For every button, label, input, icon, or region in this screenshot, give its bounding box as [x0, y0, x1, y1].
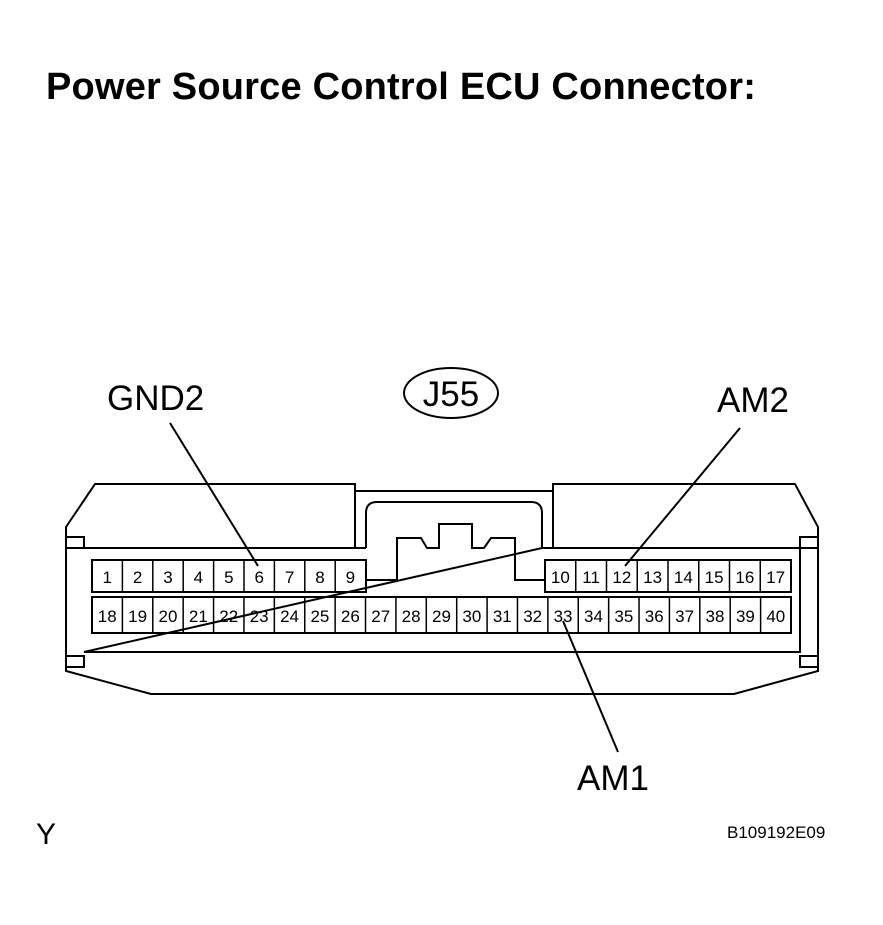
- latch-mechanism: [366, 523, 545, 581]
- pin-grid-bottom: [91, 596, 792, 634]
- pin-dividers: [121, 560, 762, 633]
- connector-housing: [65, 483, 819, 695]
- bottom-pin-numbers: 18 19 20 21 22 23 24 25 26 27 28 29 30 31 32 33 34 35 36 37…: [98, 607, 786, 626]
- footer-right-code: B109192E09: [727, 823, 826, 842]
- pin-number: 14: [674, 568, 693, 587]
- top-left-pin-numbers: 1 2 3 4 5 6 7 8 9: [102, 568, 355, 587]
- pin-number: 39: [736, 607, 755, 626]
- pin-number: 33: [554, 607, 573, 626]
- pin-number: 26: [341, 607, 360, 626]
- pin-number: 32: [523, 607, 542, 626]
- pin-number: 34: [584, 607, 603, 626]
- am2-label: AM2: [717, 381, 789, 420]
- gnd2-leader-line: [169, 422, 259, 567]
- pin-number: 1: [102, 568, 111, 587]
- pin-number: 28: [402, 607, 421, 626]
- pin-number: 8: [315, 568, 324, 587]
- pin-number: 25: [310, 607, 329, 626]
- pin-number: 37: [675, 607, 694, 626]
- pin-number: 12: [612, 568, 631, 587]
- pin-number: 27: [371, 607, 390, 626]
- corner-notch: [65, 536, 85, 549]
- connector-id: J55: [423, 375, 479, 414]
- pin-number: 19: [128, 607, 147, 626]
- pin-number: 10: [551, 568, 570, 587]
- pin-number: 11: [582, 568, 600, 587]
- gnd2-label: GND2: [107, 379, 204, 418]
- footer-left-text: Y: [36, 818, 57, 851]
- pin-number: 22: [219, 607, 238, 626]
- connector-id-ellipse: [403, 367, 499, 419]
- pin-number: 13: [643, 568, 662, 587]
- pin-number: 40: [766, 607, 785, 626]
- top-right-pin-numbers: 10 11 12 13 14 15 16 17: [551, 568, 785, 587]
- pin-number: 17: [766, 568, 785, 587]
- pin-number: 6: [254, 568, 263, 587]
- diagram-title: Power Source Control ECU Connector:: [46, 66, 757, 108]
- pin-number: 24: [280, 607, 299, 626]
- pin-number: 20: [159, 607, 178, 626]
- pin-number: 2: [133, 568, 142, 587]
- pin-number: 7: [285, 568, 294, 587]
- pin-number: 36: [645, 607, 664, 626]
- pin-number: 29: [432, 607, 451, 626]
- pin-number: 21: [189, 607, 208, 626]
- am2-leader-line: [624, 427, 741, 567]
- pin-grid-top-left: [91, 559, 367, 593]
- corner-notch: [799, 655, 819, 668]
- corner-notch: [799, 536, 819, 549]
- pin-number: 9: [346, 568, 355, 587]
- pin-number: 31: [493, 607, 512, 626]
- pin-number: 4: [194, 568, 203, 587]
- am1-label: AM1: [577, 759, 649, 798]
- corner-notch: [65, 655, 85, 668]
- latch-bump: [354, 491, 554, 548]
- pin-number: 18: [98, 607, 117, 626]
- latch-inner-frame: [365, 501, 543, 548]
- pin-number: 23: [250, 607, 269, 626]
- pin-number: 16: [735, 568, 754, 587]
- am1-leader-line: [562, 620, 619, 753]
- pin-number: 30: [462, 607, 481, 626]
- pin-number: 38: [706, 607, 725, 626]
- pin-number: 35: [614, 607, 633, 626]
- pin-number: 3: [163, 568, 172, 587]
- pin-number: 5: [224, 568, 233, 587]
- pin-number: 15: [705, 568, 724, 587]
- connector-inner-frame: [83, 547, 801, 653]
